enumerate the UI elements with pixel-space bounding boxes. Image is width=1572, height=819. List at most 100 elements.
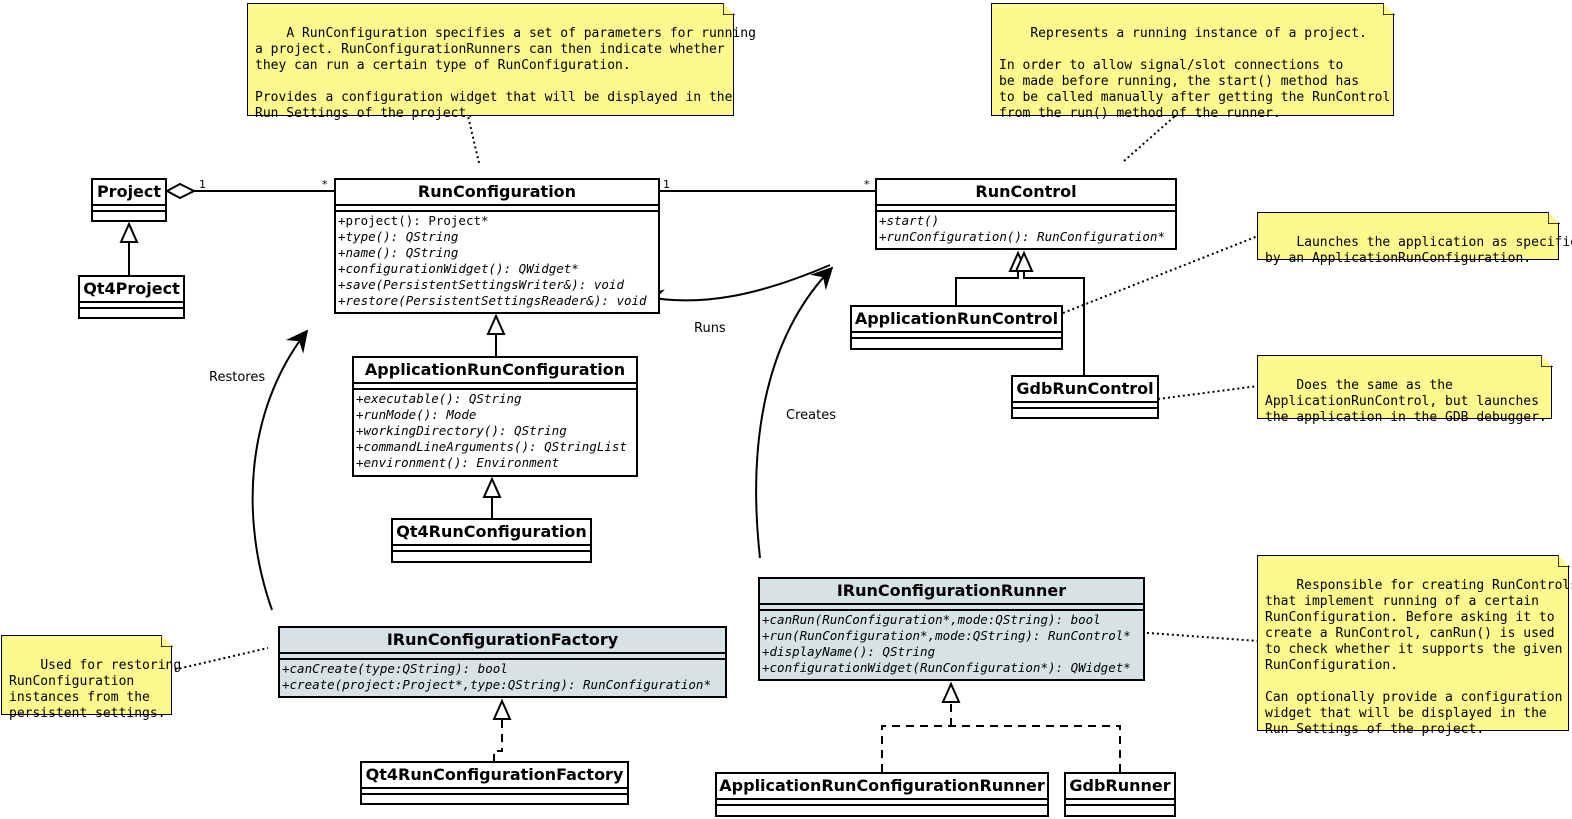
class-divider [393, 544, 590, 550]
operation-item: +environment(): Environment [356, 455, 636, 471]
class-divider [852, 331, 1061, 337]
realization-triangle-factory [492, 698, 512, 720]
class-divider [93, 204, 165, 210]
operation-return-type: QWidget* [1070, 660, 1131, 675]
note-anchor-factory [159, 647, 269, 674]
operation-return-type: QString [468, 391, 522, 406]
class-qt4runconfigfactory[interactable]: Qt4RunConfigurationFactory [360, 761, 629, 805]
operation-item: +configurationWidget(RunConfiguration*):… [762, 660, 1143, 676]
label-creates: Creates [786, 408, 836, 423]
operation-return-type: RunConfiguration* [583, 677, 711, 692]
class-divider [1066, 798, 1174, 804]
note-anchor-runconfiguration [467, 115, 480, 164]
class-runconfiguration[interactable]: RunConfiguration +project(): Project*+ty… [334, 178, 660, 314]
note-anchor-runcontrol [1123, 115, 1176, 162]
operation-item: +executable(): QString [356, 391, 636, 407]
class-divider [362, 793, 627, 799]
class-divider [717, 798, 1047, 804]
class-gdbruncontrol-name: GdbRunControl [1016, 379, 1154, 398]
interface-irunconfigrunner[interactable]: IRunConfigurationRunner +canRun(RunConfi… [758, 577, 1145, 681]
class-divider [354, 382, 636, 388]
note-runcontrol-text: Represents a running instance of a proje… [999, 26, 1391, 121]
class-apprunconfig[interactable]: ApplicationRunConfiguration +executable(… [352, 356, 638, 477]
operation-signature: +canCreate(type:QString): [282, 661, 478, 676]
operation-return-type: QString [514, 423, 567, 438]
operation-return-type: QString [405, 229, 459, 244]
operation-item: +canCreate(type:QString): bool [282, 661, 725, 677]
interface-irunconfigfactory[interactable]: IRunConfigurationFactory +canCreate(type… [278, 626, 727, 698]
operation-signature: +run(RunConfiguration*,mode:QString): [762, 628, 1048, 643]
note-fold-icon [160, 634, 173, 647]
note-runcontrol: Represents a running instance of a proje… [991, 2, 1395, 121]
operation-signature: +runConfiguration(): [879, 229, 1038, 244]
operation-return-type: Environment [476, 455, 560, 470]
label-restores: Restores [209, 370, 266, 385]
generalization-triangle-runcontrol-b [1014, 250, 1034, 272]
operation-item: +start() [879, 213, 1175, 229]
class-divider [393, 550, 590, 556]
realization-apprunner [881, 725, 1121, 772]
class-apprunconfig-name: ApplicationRunConfiguration [364, 360, 626, 379]
note-runner-text: Responsible for creating RunControls tha… [1265, 578, 1572, 737]
class-divider [852, 337, 1061, 343]
operation-signature: +runMode(): [356, 407, 447, 422]
note-runconfiguration: A RunConfiguration specifies a set of pa… [247, 2, 756, 121]
class-apprunconfigrunner[interactable]: ApplicationRunConfigurationRunner [715, 772, 1049, 817]
multiplicity-runcontrol-many: * [864, 178, 870, 191]
class-divider [1013, 401, 1157, 407]
class-divider [877, 204, 1175, 210]
operation-signature: +project(): [338, 213, 429, 228]
aggregation-diamond [164, 182, 197, 200]
class-runconfiguration-name: RunConfiguration [417, 182, 577, 201]
class-divider [93, 210, 165, 216]
class-gdbruncontrol[interactable]: GdbRunControl [1011, 375, 1159, 419]
creates-arrow [755, 266, 834, 559]
note-fold-icon [1540, 354, 1553, 367]
class-runcontrol[interactable]: RunControl +start()+runConfiguration(): … [875, 178, 1177, 250]
operation-item: +canRun(RunConfiguration*,mode:QString):… [762, 612, 1143, 628]
label-runs: Runs [694, 321, 726, 336]
class-project[interactable]: Project [91, 178, 167, 222]
realization-qt4factory [493, 719, 503, 762]
class-qt4runconfig[interactable]: Qt4RunConfiguration [391, 518, 592, 563]
operation-signature: +environment(): [356, 455, 477, 470]
operation-signature: +create(project:Project*,type:QString): [282, 677, 584, 692]
class-divider [80, 301, 183, 307]
operation-signature: +configurationWidget(RunConfiguration*): [762, 660, 1071, 675]
generalization-triangle-runconfiguration [486, 313, 506, 335]
operation-item: +restore(PersistentSettingsReader&): voi… [338, 293, 658, 309]
class-divider [362, 787, 627, 793]
generalization-appruncontrol [955, 271, 1019, 306]
class-gdbrunner-name: GdbRunner [1069, 776, 1171, 795]
class-qt4project-name: Qt4Project [83, 279, 180, 298]
operation-item: +run(RunConfiguration*,mode:QString): Ru… [762, 628, 1143, 644]
operation-return-type: QString [882, 644, 936, 659]
operation-return-type: QString [405, 245, 459, 260]
operation-signature: +restore(PersistentSettingsReader&): [338, 293, 617, 308]
class-divider [717, 804, 1047, 810]
class-gdbrunner[interactable]: GdbRunner [1064, 772, 1176, 817]
note-gdbruncontrol-text: Does the same as the ApplicationRunContr… [1265, 378, 1547, 425]
operation-signature: +save(PersistentSettingsWriter&): [338, 277, 594, 292]
operation-return-type: QWidget* [518, 261, 579, 276]
operation-item: +runConfiguration(): RunConfiguration* [879, 229, 1175, 245]
operation-item: +project(): Project* [338, 213, 658, 229]
class-divider [1013, 407, 1157, 413]
class-divider [280, 652, 725, 658]
class-qt4project[interactable]: Qt4Project [78, 275, 185, 319]
operation-signature: +canRun(RunConfiguration*,mode:QString): [762, 612, 1071, 627]
note-fold-icon [1382, 2, 1395, 15]
class-apprunconfigrunner-name: ApplicationRunConfigurationRunner [719, 776, 1045, 795]
note-runconfiguration-text: A RunConfiguration specifies a set of pa… [255, 26, 756, 121]
operation-signature: +commandLineArguments(): [356, 439, 545, 454]
note-fold-icon [1547, 211, 1560, 224]
operation-item: +save(PersistentSettingsWriter&): void [338, 277, 658, 293]
class-appruncontrol[interactable]: ApplicationRunControl [850, 305, 1063, 350]
operation-return-type: bool [1070, 612, 1101, 627]
note-appruncontrol: Launches the application as specified by… [1257, 211, 1572, 266]
operation-return-type: Project* [428, 213, 489, 228]
operation-signature: +start() [879, 213, 940, 228]
operation-item: +name(): QString [338, 245, 658, 261]
